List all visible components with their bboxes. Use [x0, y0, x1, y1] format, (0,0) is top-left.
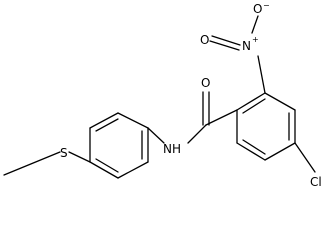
ring-double-bond: [242, 98, 266, 114]
amide-group: [147, 91, 238, 144]
ring-bond: [236, 142, 266, 161]
structure-diagram: S NH O N + O O − Cl: [3, 1, 322, 189]
molecule-drawing: S NH O N + O O − Cl: [3, 1, 322, 189]
nitro-oxygen-charge: −: [263, 1, 270, 10]
methylthio-group: [3, 151, 91, 176]
methyl-bond: [3, 151, 61, 176]
chlorine-label: Cl: [310, 175, 322, 189]
ring-double-bond: [242, 139, 266, 155]
ring-double-bond: [95, 118, 119, 132]
nitro-group: [209, 15, 266, 94]
nitrogen-carbonyl-bond: [187, 124, 207, 144]
carbonyl-ring-bond: [205, 109, 238, 126]
chloronitrobenzene-ring: [236, 92, 296, 161]
ring-bond: [117, 112, 149, 129]
carbonyl-oxygen-label: O: [201, 76, 210, 90]
nitro-single-bond: [251, 15, 259, 34]
ring-bond: [117, 161, 149, 179]
ring-bond: [236, 92, 266, 111]
nitro-oxygen-double-label: O: [200, 33, 209, 47]
nitro-double-bond: [211, 35, 241, 46]
ring-bond: [264, 142, 296, 161]
ring-bond: [89, 112, 119, 129]
ring-nitro-bond: [257, 55, 266, 94]
nitro-nitrogen-charge: +: [252, 35, 259, 44]
nitro-nitrogen-label: N: [242, 39, 251, 53]
amide-nitrogen-label: NH: [163, 142, 181, 156]
thioanisole-ring: [89, 112, 149, 179]
ring-double-bond: [95, 158, 119, 173]
sulfur-ring-bond: [68, 151, 91, 163]
ring-bond: [89, 161, 119, 179]
ring-bond: [264, 92, 296, 111]
nitro-double-bond: [209, 40, 240, 51]
sulfur-label: S: [60, 146, 68, 160]
nitro-oxygen-single-label: O: [253, 2, 262, 16]
ring-nitrogen-bond: [147, 127, 165, 144]
chloro-bond: [294, 142, 316, 173]
